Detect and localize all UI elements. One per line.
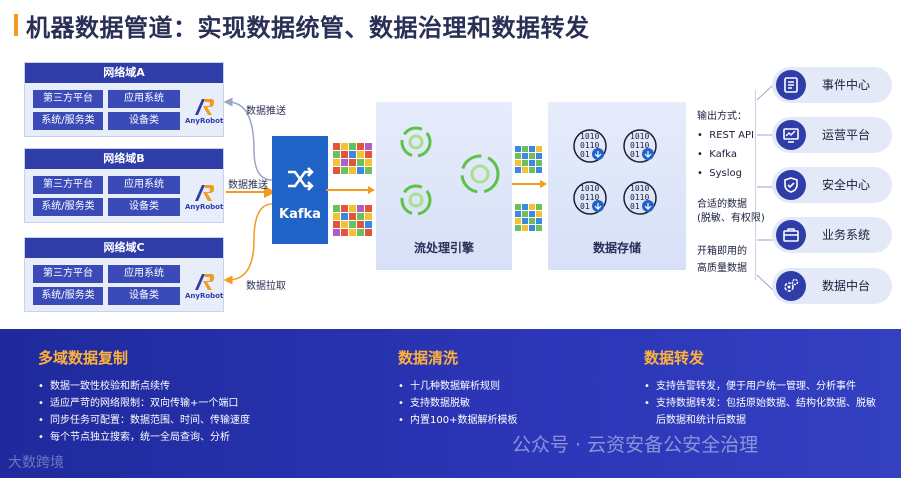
svg-text:01: 01 [630,150,640,159]
flow-label-push: 数据推送 [246,106,286,117]
kafka-label: Kafka [279,207,321,222]
recycle-processing-icon [400,126,500,216]
feature-item: 每个节点独立搜索，统一全局查询、分析 [38,429,368,446]
operations-monitor-icon [776,120,806,150]
flow-label-push: 数据推送 [228,180,268,191]
anyrobot-logo-icon [195,185,214,201]
svg-text:0110: 0110 [580,193,599,202]
anyrobot-logo: AnyRobot [185,97,223,131]
svg-text:1010: 1010 [630,184,649,193]
output-method-item: • REST API [697,130,754,141]
domain-item-device: 设备类 [108,287,180,305]
svg-text:0110: 0110 [630,193,649,202]
data-storage-label: 数据存储 [592,241,641,255]
feature-item: 支持数据脱敏 [398,395,598,412]
target-label: 事件中心 [822,78,871,92]
feature-data-cleaning: 数据清洗 十几种数据解析规则 支持数据脱敏 内置100+数据解析模板 [398,347,598,429]
watermark-left: 大数跨境 [8,455,64,471]
target-label: 数据中台 [822,279,871,293]
domain-item-third-party: 第三方平台 [33,265,103,283]
svg-text:1010: 1010 [580,132,599,141]
output-method-item: • Syslog [697,168,742,179]
domain-item-third-party: 第三方平台 [33,176,103,194]
feature-title: 多域数据复制 [38,349,129,367]
watermark-right: 公众号 · 云资安备公安全治理 [512,434,759,456]
feature-item: 十几种数据解析规则 [398,378,598,395]
domain-title: 网络域A [25,63,223,83]
domain-item-app-system: 应用系统 [108,265,180,283]
clean-data-mosaic [515,146,542,231]
domain-item-device: 设备类 [108,112,180,130]
feature-multi-domain: 多域数据复制 数据一致性校验和断点续传 适应严苛的网络限制：双向传输+一个端口 … [38,347,368,446]
fanout-arrows [755,84,774,291]
domain-item-app-system: 应用系统 [108,90,180,108]
gears-icon [776,271,806,301]
anyrobot-logo-icon [195,274,214,290]
domain-title: 网络域B [25,149,223,169]
network-domain-b: 网络域B 第三方平台 应用系统 系统/服务类 设备类 AnyRobot [24,148,224,223]
shield-check-icon [776,170,806,200]
network-domain-a: 网络域A 第三方平台 应用系统 系统/服务类 设备类 AnyRobot [24,62,224,137]
anyrobot-logo-icon [195,99,214,115]
output-heading: 输出方式： [697,111,747,122]
feature-title: 数据转发 [644,349,705,367]
stream-engine-label: 流处理引擎 [413,241,474,255]
title-accent-bar [14,14,18,36]
svg-text:1010: 1010 [630,132,649,141]
feature-data-forwarding: 数据转发 支持告警转发，便于用户统一管理、分析事件 支持数据转发：包括原始数据、… [644,347,876,429]
target-label: 运营平台 [822,128,871,142]
svg-text:1010: 1010 [580,184,599,193]
raw-data-mosaic [333,143,372,236]
svg-text:0110: 0110 [580,141,599,150]
feature-item: 同步任务可配置：数据范围、时间、传输速度 [38,412,368,429]
target-security-center: 安全中心 [772,167,892,203]
feature-title: 数据清洗 [398,349,459,367]
svg-text:01: 01 [580,150,590,159]
output-note-appropriate: 合适的数据 [697,199,747,210]
domain-kafka-arrows [224,97,276,285]
briefcase-icon [776,220,806,250]
output-note-ready: 开箱即用的 [697,246,747,257]
engine-storage-arrow [512,180,547,188]
domain-item-system-service: 系统/服务类 [33,112,103,130]
svg-text:0110: 0110 [630,141,649,150]
shuffle-icon [288,167,314,191]
anyrobot-logo: AnyRobot [185,272,223,306]
flow-label-pull: 数据拉取 [246,281,286,292]
target-event-center: 事件中心 [772,67,892,103]
svg-text:01: 01 [580,202,590,211]
target-business-system: 业务系统 [772,217,892,253]
domain-item-device: 设备类 [108,198,180,216]
svg-text:01: 01 [630,202,640,211]
feature-item: 适应严苛的网络限制：双向传输+一个端口 [38,395,368,412]
target-operations-platform: 运营平台 [772,117,892,153]
output-method-item: • Kafka [697,149,738,160]
network-domain-c: 网络域C 第三方平台 应用系统 系统/服务类 设备类 AnyRobot [24,237,224,312]
domain-item-third-party: 第三方平台 [33,90,103,108]
feature-item: 内置100+数据解析模板 [398,412,598,429]
domain-item-system-service: 系统/服务类 [33,287,103,305]
stream-engine-panel: 流处理引擎 [376,102,512,270]
event-center-icon [776,70,806,100]
target-label: 安全中心 [822,178,871,192]
kafka-block: Kafka [272,136,328,244]
feature-item: 支持告警转发，便于用户统一管理、分析事件 [644,378,876,395]
target-label: 业务系统 [822,228,871,242]
feature-band: 多域数据复制 数据一致性校验和断点续传 适应严苛的网络限制：双向传输+一个端口 … [0,329,901,478]
output-note-appropriate-detail: (脱敏、有权限) [697,213,765,224]
feature-item: 支持数据转发：包括原始数据、结构化数据、脱敏后数据和统计后数据 [644,395,876,429]
anyrobot-logo: AnyRobot [185,183,223,217]
page-title: 机器数据管道：实现数据统管、数据治理和数据转发 [26,14,590,42]
domain-title: 网络域C [25,238,223,258]
target-data-middle-platform: 数据中台 [772,268,892,304]
kafka-engine-arrow [326,186,375,194]
domain-item-app-system: 应用系统 [108,176,180,194]
feature-item: 数据一致性校验和断点续传 [38,378,368,395]
output-note-quality: 高质量数据 [697,263,747,274]
domain-item-system-service: 系统/服务类 [33,198,103,216]
